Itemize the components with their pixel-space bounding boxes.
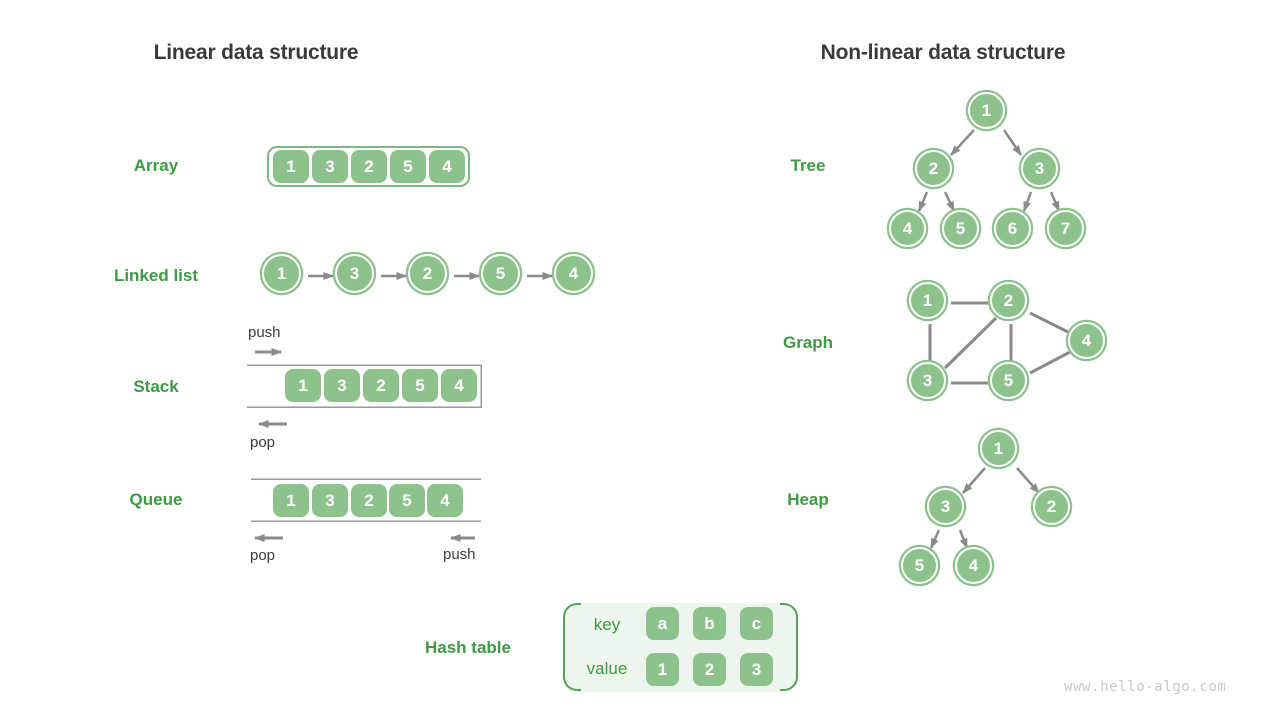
tree-label: Tree	[790, 156, 826, 175]
linked-list-node: 4	[554, 254, 593, 293]
stack-pop-label: pop	[250, 434, 276, 451]
tree-node: 7	[1047, 210, 1084, 247]
heap-node: 2	[1033, 488, 1070, 525]
queue-cell: 3	[312, 484, 348, 517]
heap-node: 3	[927, 488, 964, 525]
tree-node: 4	[889, 210, 926, 247]
tree-node: 6	[994, 210, 1031, 247]
stack-cell: 5	[402, 369, 438, 402]
queue-cell: 5	[389, 484, 425, 517]
array-container	[267, 146, 470, 187]
graph-edges	[928, 301, 1071, 385]
stack-cell: 1	[285, 369, 321, 402]
tree-node: 2	[915, 150, 952, 187]
stack-cell: 4	[441, 369, 477, 402]
heap-node: 1	[980, 430, 1017, 467]
stack-op-arrows	[255, 348, 287, 428]
array-cell: 3	[312, 150, 348, 183]
queue-container-lines	[251, 478, 481, 522]
tree-node: 5	[942, 210, 979, 247]
stack-cell: 3	[324, 369, 360, 402]
graph-node: 5	[990, 362, 1027, 399]
queue-cell: 1	[273, 484, 309, 517]
stack-push-label: push	[248, 324, 281, 341]
graph-node: 1	[909, 282, 946, 319]
heap-node: 5	[901, 547, 938, 584]
hash-value-header: value	[586, 659, 628, 678]
queue-push-label: push	[443, 546, 476, 563]
graph-node: 3	[909, 362, 946, 399]
queue-cell: 2	[351, 484, 387, 517]
linked-list-node: 1	[262, 254, 301, 293]
array-cell: 4	[429, 150, 465, 183]
tree-edges	[917, 129, 1061, 212]
hash-table-left-bracket	[563, 603, 581, 691]
hash-value-cell: 3	[740, 653, 773, 686]
watermark: www.hello-algo.com	[1064, 679, 1227, 695]
stack-label: Stack	[133, 377, 179, 396]
tree-node: 3	[1021, 150, 1058, 187]
stack-container-lines	[247, 364, 482, 408]
graph-node: 2	[990, 282, 1027, 319]
array-cell: 5	[390, 150, 426, 183]
linear-section-title: Linear data structure	[153, 41, 359, 64]
tree-node: 1	[968, 92, 1005, 129]
linked-list-node: 2	[408, 254, 447, 293]
hash-table-right-bracket	[780, 603, 798, 691]
heap-node: 4	[955, 547, 992, 584]
heap-edges	[929, 467, 1040, 549]
queue-label: Queue	[129, 490, 183, 509]
linked-list-label: Linked list	[113, 266, 199, 285]
hash-key-cell: b	[693, 607, 726, 640]
stack-cell: 2	[363, 369, 399, 402]
hash-key-header: key	[593, 615, 621, 634]
queue-cell: 4	[427, 484, 463, 517]
array-cell: 1	[273, 150, 309, 183]
hash-value-cell: 1	[646, 653, 679, 686]
graph-node: 4	[1068, 322, 1105, 359]
hash-key-cell: a	[646, 607, 679, 640]
hash-value-cell: 2	[693, 653, 726, 686]
graph-label: Graph	[782, 333, 834, 352]
nonlinear-section-title: Non-linear data structure	[820, 41, 1066, 64]
hash-table-label: Hash table	[425, 638, 511, 657]
linked-list-node: 5	[481, 254, 520, 293]
hash-key-cell: c	[740, 607, 773, 640]
array-cell: 2	[351, 150, 387, 183]
queue-pop-label: pop	[250, 547, 276, 564]
linked-list-node: 3	[335, 254, 374, 293]
heap-label: Heap	[787, 490, 829, 509]
array-label: Array	[133, 156, 179, 175]
